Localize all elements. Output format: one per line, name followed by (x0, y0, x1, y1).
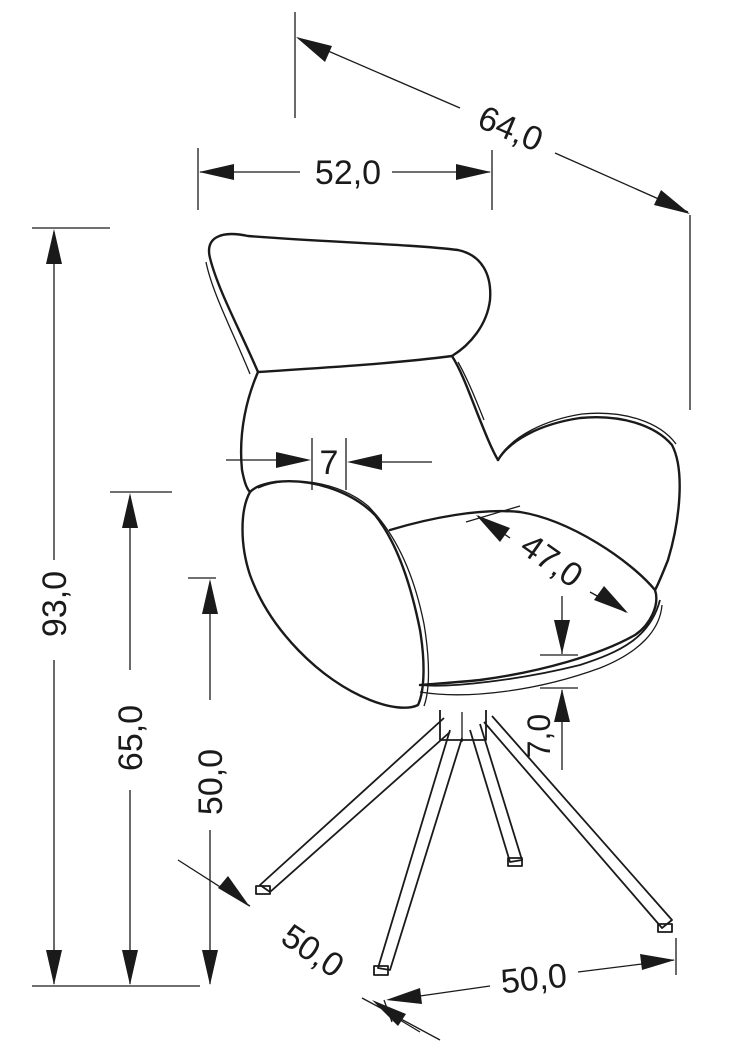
backrest-top-pad-inner (205, 261, 251, 375)
dim-armrest-height: 65,0 (110, 491, 172, 985)
dim-total-depth: 64,0 (294, 12, 691, 410)
glide-back-left (255, 885, 271, 895)
dim-total-height: 93,0 (32, 227, 200, 987)
leg-back-left (259, 717, 451, 893)
chair-outline (205, 232, 681, 976)
dim-armrest-height-label: 65,0 (112, 705, 150, 771)
glide-front-right (657, 923, 673, 933)
glide-back-right (507, 857, 523, 867)
dim-armrest-thickness-label: 7 (320, 444, 339, 482)
dim-total-width: 52,0 (197, 148, 493, 210)
dim-base-depth-label: 50,0 (274, 917, 350, 986)
dim-seat-height-label: 50,0 (192, 749, 230, 815)
left-armrest-pad-edge (257, 480, 430, 707)
right-armrest (496, 416, 681, 592)
dim-seat-depth: 47,0 (465, 505, 628, 613)
seat-front-edge (419, 599, 661, 687)
dim-seat-height: 50,0 (188, 577, 230, 985)
dim-seat-thickness: 7,0 (521, 596, 578, 770)
backrest-body (239, 370, 260, 494)
seat-bottom-shell (419, 604, 663, 696)
backrest-side-inner (457, 361, 485, 421)
left-armrest-pad (241, 480, 425, 709)
dim-total-height-label: 93,0 (36, 571, 74, 637)
seat-cushion (388, 509, 658, 687)
backrest-side (450, 354, 500, 462)
dim-base-width-label: 50,0 (499, 957, 569, 1002)
leg-back-right (469, 723, 523, 863)
backrest-top-pad (207, 232, 492, 374)
leg-front-right (483, 715, 673, 929)
dim-total-width-label: 52,0 (315, 154, 381, 192)
dim-total-depth-label: 64,0 (473, 99, 549, 160)
dim-armrest-thickness: 7 (226, 438, 432, 490)
leg-front (377, 729, 463, 971)
dim-seat-thickness-label: 7,0 (521, 714, 557, 758)
dim-base-width: 50,0 (383, 938, 677, 1023)
glide-front (373, 965, 389, 976)
chair-legs (255, 715, 673, 976)
dimension-lines: 64,0 52,0 93,0 (32, 12, 691, 1041)
right-armrest-inner (499, 412, 677, 457)
dim-seat-depth-label: 47,0 (513, 526, 589, 595)
